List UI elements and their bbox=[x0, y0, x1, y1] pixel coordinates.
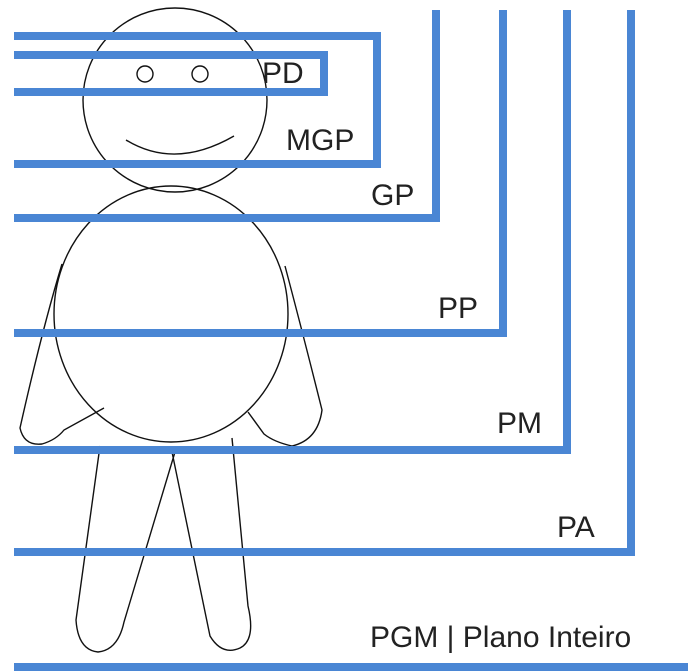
frame-pa bbox=[14, 10, 635, 556]
shot-frames bbox=[14, 10, 688, 671]
label-pd: PD bbox=[262, 57, 304, 90]
frame-pm bbox=[14, 10, 571, 454]
frame-pp bbox=[14, 10, 507, 337]
label-mgp: MGP bbox=[286, 124, 354, 157]
head bbox=[82, 7, 268, 193]
mouth bbox=[125, 135, 235, 155]
left-leg bbox=[75, 445, 176, 653]
label-pa: PA bbox=[557, 511, 595, 544]
person-figure bbox=[19, 7, 323, 653]
frame-mgp bbox=[14, 32, 381, 168]
right-eye bbox=[191, 65, 209, 83]
frame-gp bbox=[14, 10, 440, 222]
label-pm: PM bbox=[497, 407, 542, 440]
label-pgm: PGM | Plano Inteiro bbox=[370, 621, 631, 654]
frame-pd bbox=[14, 51, 328, 96]
label-pp: PP bbox=[438, 292, 478, 325]
shot-labels: PD MGP GP PP PM PA PGM | Plano Inteiro bbox=[262, 57, 631, 654]
label-gp: GP bbox=[371, 179, 414, 212]
torso bbox=[53, 185, 289, 443]
right-arm bbox=[247, 265, 323, 447]
left-eye bbox=[136, 65, 154, 83]
left-arm bbox=[19, 263, 105, 445]
right-leg bbox=[171, 437, 252, 651]
